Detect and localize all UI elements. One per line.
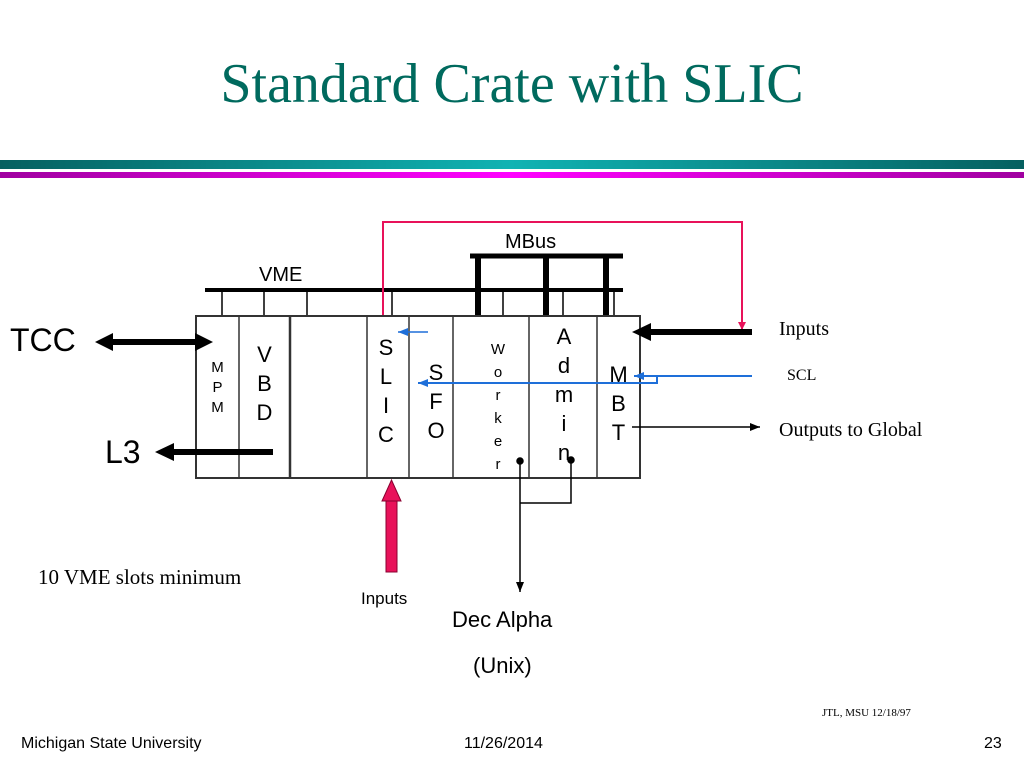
footer-organization: Michigan State University	[21, 735, 202, 752]
dec-alpha-label: Dec Alpha	[452, 607, 553, 632]
slot-admin: A d m i n	[554, 324, 574, 465]
vme-slots-note: 10 VME slots minimum	[38, 565, 242, 589]
vme-label: VME	[259, 264, 303, 286]
footer-page-number: 23	[984, 735, 1002, 752]
l3-arrow	[155, 443, 273, 461]
title-rule-teal	[0, 160, 1024, 169]
unix-label: (Unix)	[473, 653, 532, 678]
slot-worker: W o r k e r	[490, 341, 506, 473]
tcc-label: TCC	[10, 322, 76, 358]
vme-bus	[205, 288, 623, 316]
slot-mpm: M P M	[211, 359, 224, 416]
scl-lines	[398, 328, 752, 387]
inputs-arrow	[632, 323, 752, 341]
scl-label: SCL	[787, 367, 817, 384]
slot-mbt: M B T	[609, 362, 628, 445]
credit: JTL, MSU 12/18/97	[822, 707, 911, 719]
dec-alpha-lines	[516, 456, 575, 592]
inputs-label: Inputs	[779, 318, 829, 340]
slot-vbd: V B D	[256, 342, 273, 425]
slic-input-arrow	[381, 478, 402, 573]
mbus-label: MBus	[505, 231, 557, 253]
footer-date: 11/26/2014	[464, 735, 543, 752]
title-rule-magenta	[0, 172, 1024, 178]
outputs-label: Outputs to Global	[779, 419, 923, 441]
tcc-arrow	[95, 333, 213, 351]
mbus	[470, 253, 623, 316]
slot-sfo: S F O	[427, 360, 445, 443]
crate	[195, 315, 641, 479]
l3-label: L3	[105, 434, 141, 470]
slide-title: Standard Crate with SLIC	[220, 53, 804, 115]
slot-slic: S L I C	[378, 335, 394, 447]
pink-feedback-line	[382, 221, 746, 330]
slic-inputs-label: Inputs	[361, 589, 408, 608]
